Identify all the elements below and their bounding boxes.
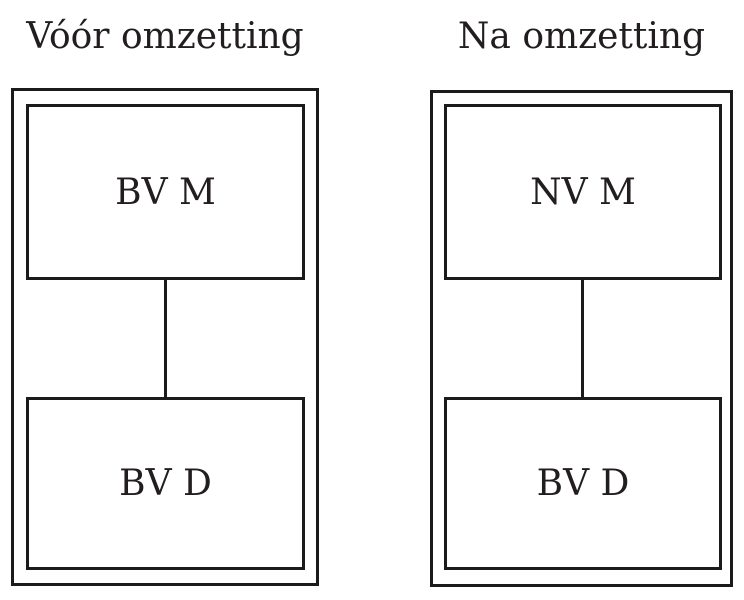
- connector-line: [581, 280, 584, 397]
- panel-after: NV M BV D: [430, 90, 733, 587]
- panel-title-before: Vóór omzetting: [26, 16, 304, 57]
- box-label: BV D: [536, 463, 630, 504]
- box-before-parent: BV M: [26, 104, 305, 280]
- connector-line: [164, 280, 167, 397]
- box-after-subsidiary: BV D: [444, 397, 722, 570]
- panel-title-after: Na omzetting: [457, 16, 706, 57]
- box-label: NV M: [530, 171, 636, 213]
- box-before-subsidiary: BV D: [26, 397, 305, 570]
- panel-before: BV M BV D: [11, 88, 319, 586]
- box-label: BV D: [119, 463, 212, 504]
- box-label: BV M: [115, 171, 216, 213]
- box-after-parent: NV M: [444, 104, 722, 280]
